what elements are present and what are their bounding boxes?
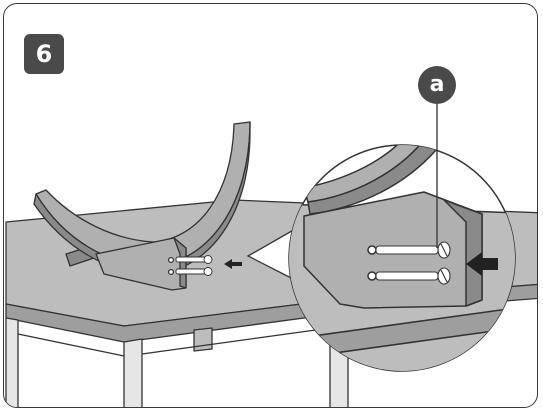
screw-icon [175,255,213,264]
screws-large [375,241,451,285]
assembly-illustration [5,104,537,407]
table-leg-front-left [123,338,143,407]
stand-small [33,121,251,291]
step-number-badge: 6 [24,34,64,74]
insert-arrow-icon [224,259,242,269]
screw-icon [375,241,451,259]
instruction-frame: 6 a [3,3,538,408]
table-leg-left [5,317,19,407]
insert-arrow-icon [466,252,498,276]
screw-icon [375,267,451,285]
table-leg-center [193,327,213,352]
screw-icon [175,267,213,276]
screws-small [175,255,213,276]
callout-label-badge: a [418,66,456,104]
